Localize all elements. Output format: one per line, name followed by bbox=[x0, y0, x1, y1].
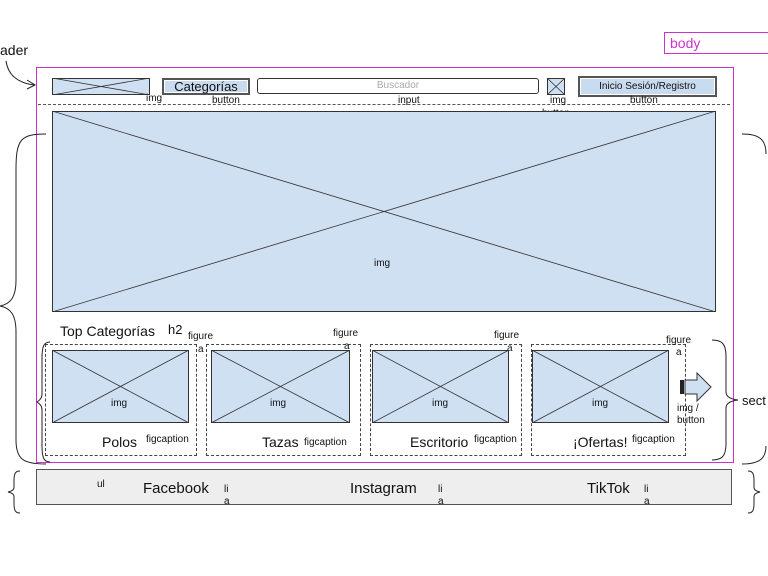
li-label: li bbox=[438, 484, 443, 495]
category-image-escritorio[interactable] bbox=[372, 350, 509, 423]
category-figure-tazas[interactable] bbox=[206, 344, 361, 456]
img-label: img bbox=[270, 398, 287, 409]
a-label: a bbox=[344, 341, 350, 352]
a-label: a bbox=[198, 344, 204, 355]
footer-right-brace bbox=[747, 470, 761, 514]
hero-image bbox=[52, 111, 716, 312]
footer-link-instagram[interactable]: Instagram bbox=[350, 480, 417, 497]
ul-label: ul bbox=[97, 479, 105, 490]
main-brace bbox=[0, 133, 47, 465]
figure-label: figure bbox=[494, 330, 520, 341]
category-caption-polos: Polos bbox=[102, 434, 138, 450]
figcaption-label: figcaption bbox=[146, 434, 189, 445]
categories-left-brace bbox=[36, 341, 51, 463]
logo-image[interactable] bbox=[52, 78, 150, 95]
footer-left-brace bbox=[7, 470, 21, 514]
footer-bar bbox=[36, 469, 732, 505]
category-caption-tazas: Tazas bbox=[262, 434, 299, 450]
header-pointer-arrow bbox=[5, 60, 37, 90]
body-label: body bbox=[670, 35, 701, 51]
category-caption-ofertas: ¡Ofertas! bbox=[573, 434, 628, 450]
search-placeholder: Buscador bbox=[376, 80, 420, 91]
body-label-box bbox=[664, 32, 768, 54]
li-label: li bbox=[644, 484, 649, 495]
li-label: li bbox=[224, 484, 229, 495]
search-input[interactable]: Buscador bbox=[257, 78, 539, 94]
search-input-label: input bbox=[398, 95, 420, 106]
figure-label: figure bbox=[188, 331, 214, 342]
top-categories-title: Top Categorías bbox=[60, 323, 155, 339]
figcaption-label: figcaption bbox=[632, 434, 675, 445]
close-icon[interactable] bbox=[547, 78, 565, 95]
a-label: a bbox=[438, 496, 444, 507]
category-caption-escritorio: Escritorio bbox=[410, 434, 469, 450]
categories-button-label: button bbox=[212, 95, 240, 106]
footer-link-tiktok[interactable]: TikTok bbox=[587, 480, 630, 497]
close-icon-img-label: img bbox=[550, 95, 567, 106]
section-brace bbox=[711, 339, 739, 461]
hero-img-label: img bbox=[374, 258, 391, 269]
logo-img-label: img bbox=[146, 93, 163, 104]
figcaption-label: figcaption bbox=[474, 434, 517, 445]
next-arrow-label: img /button bbox=[677, 403, 705, 426]
header-separator bbox=[38, 104, 730, 105]
img-label: img bbox=[592, 398, 609, 409]
img-label: img bbox=[432, 398, 449, 409]
footer-link-facebook[interactable]: Facebook bbox=[143, 480, 209, 497]
header-label: ader bbox=[0, 42, 29, 58]
figure-label: figure bbox=[666, 335, 692, 346]
img-label: img bbox=[111, 398, 128, 409]
body-outline bbox=[36, 67, 734, 463]
category-image-ofertas[interactable] bbox=[532, 350, 669, 423]
category-figure-escritorio[interactable] bbox=[370, 344, 522, 456]
section-label: sect bbox=[742, 393, 766, 408]
figcaption-label: figcaption bbox=[304, 437, 347, 448]
category-figure-polos[interactable] bbox=[45, 344, 197, 456]
login-button-label: button bbox=[630, 95, 658, 106]
main-right-brace bbox=[741, 133, 767, 465]
a-label: a bbox=[224, 496, 230, 507]
category-figure-ofertas[interactable] bbox=[531, 344, 686, 456]
categories-button[interactable]: Categorías bbox=[162, 78, 250, 95]
a-label: a bbox=[644, 496, 650, 507]
figure-label: figure bbox=[333, 328, 359, 339]
category-image-polos[interactable] bbox=[52, 350, 189, 423]
h2-label: h2 bbox=[168, 322, 183, 337]
login-button[interactable]: Inicio Sesión/Registro bbox=[578, 76, 717, 97]
category-image-tazas[interactable] bbox=[211, 350, 350, 423]
a-label: a bbox=[676, 347, 682, 358]
next-arrow-icon[interactable] bbox=[679, 371, 713, 403]
a-label: a bbox=[507, 343, 513, 354]
